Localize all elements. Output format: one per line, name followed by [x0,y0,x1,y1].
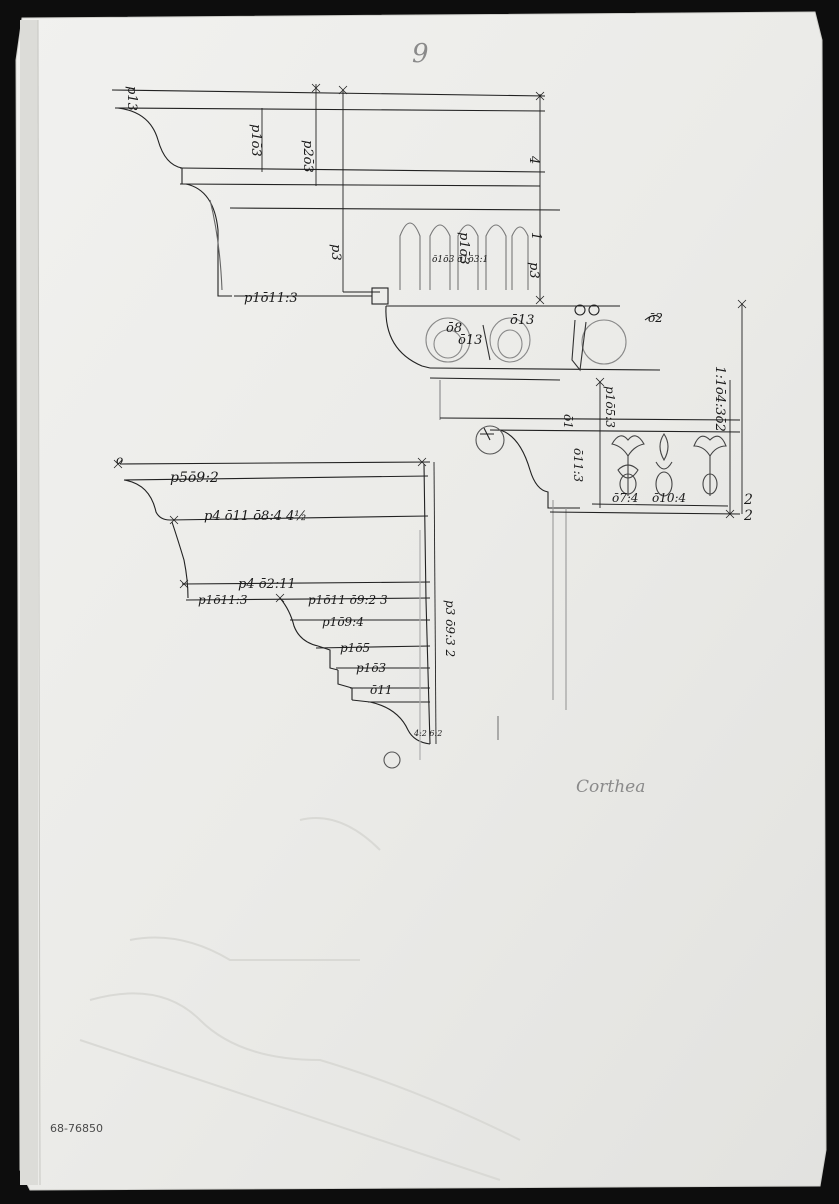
paper [15,11,827,1191]
lower-dim: ō11 [370,683,393,697]
upper-dim: ō8 [446,321,462,336]
lower-dim: p4 ō2:11 [238,577,296,592]
binding-strip [20,20,38,1185]
lower-origin-mark: o [116,453,123,467]
upper-dim: 1 [528,232,543,240]
upper-dim: p2ō3 [300,140,315,173]
upper-dim: ō2 [648,311,663,325]
right-dim: 2 [743,508,753,524]
right-dim: 2 [743,492,753,508]
upper-dim: p1ō3 [248,124,263,157]
lower-dim: p1ō11:3 [198,593,248,607]
right-dim: ō10:4 [652,491,686,505]
lower-profile [113,457,499,769]
show-through [79,817,521,1181]
lower-small-note: 4:2 6:2 [413,729,442,738]
upper-small-note: ō1ō3 ō1ō3:1 [432,255,488,265]
right-dim: 1:1ō4:3ō2 [712,366,727,432]
lower-dim: p1ō9:4 [322,615,364,629]
upper-dim: 4 [526,155,541,164]
upper-dim: ō13 [458,333,482,348]
accession-number: 68-76850 [50,1122,103,1135]
upper-dim: p1ō11:3 [244,291,298,306]
lower-dim: p4 ō11 ō8:4 4½ [204,509,307,524]
page-number: 9 [412,39,429,69]
right-dim: ō7:4 [612,491,639,505]
right-dim: ō1 [561,414,575,429]
upper-dim: ō13 [510,313,534,328]
right-dim: ō11:3 [571,448,585,483]
right-dim: p1ō5:3 [603,386,617,428]
lower-dim: p1ō11 ō9:2 3 [308,593,388,607]
lower-dim: p1ō5 [340,641,370,655]
lower-dim: p1ō3 [356,661,387,675]
upper-dim: p1ō3 [456,232,471,265]
lower-dim: p5ō9:2 [170,470,219,486]
upper-dim: p13 [124,86,139,111]
lower-dim: p3 ō9:3 2 [443,600,457,657]
upper-profile [111,83,661,420]
pencil-note: Corthea [576,777,645,797]
upper-dim: p3 [328,244,343,261]
right-profile [439,299,747,710]
binding-fold [37,19,41,1186]
upper-dim: p3 [526,262,541,279]
